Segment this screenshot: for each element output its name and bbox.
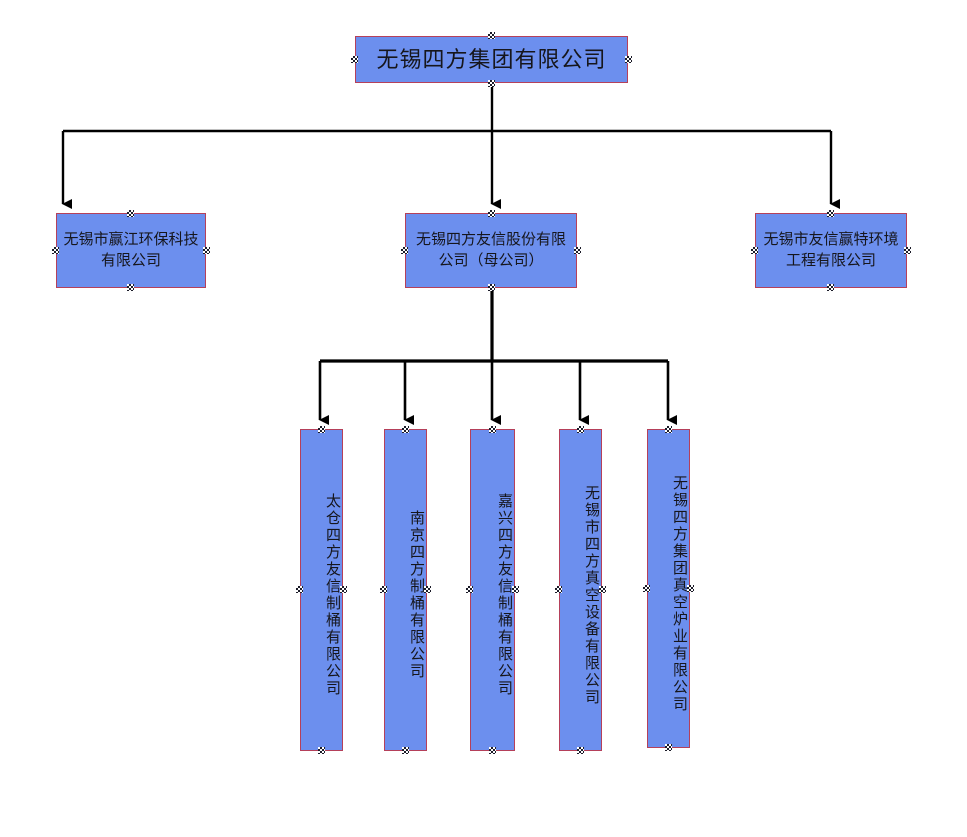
- node-root-label: 无锡四方集团有限公司: [376, 46, 607, 72]
- connector-root-to-level2: [61, 83, 840, 209]
- connector-level2-to-level3: [318, 288, 677, 425]
- node-level2-1[interactable]: 无锡四方友信股份有限公司（母公司）: [405, 213, 577, 288]
- node-root[interactable]: 无锡四方集团有限公司: [355, 36, 628, 83]
- node-level2-1-label: 无锡四方友信股份有限公司（母公司）: [415, 232, 566, 269]
- node-level2-0[interactable]: 无锡市赢江环保科技有限公司: [56, 213, 206, 288]
- node-level3-0-label: 太仓四方友信制桶有限公司: [324, 493, 340, 697]
- node-level3-0[interactable]: 太仓四方友信制桶有限公司: [300, 429, 343, 751]
- node-level3-4-label: 无锡四方集团真空炉业有限公司: [671, 474, 687, 713]
- node-level3-1[interactable]: 南京四方制桶有限公司: [384, 429, 427, 751]
- node-level2-0-label: 无锡市赢江环保科技有限公司: [63, 232, 199, 269]
- node-level3-2[interactable]: 嘉兴四方友信制桶有限公司: [470, 429, 515, 751]
- node-level3-4[interactable]: 无锡四方集团真空炉业有限公司: [647, 429, 690, 748]
- node-level3-3[interactable]: 无锡市四方真空设备有限公司: [559, 429, 602, 751]
- node-level3-3-label: 无锡市四方真空设备有限公司: [583, 484, 599, 706]
- node-level2-2-label: 无锡市友信赢特环境工程有限公司: [763, 232, 899, 269]
- node-level3-2-label: 嘉兴四方友信制桶有限公司: [496, 493, 512, 697]
- node-level3-1-label: 南京四方制桶有限公司: [408, 510, 424, 680]
- node-level2-2[interactable]: 无锡市友信赢特环境工程有限公司: [755, 213, 907, 288]
